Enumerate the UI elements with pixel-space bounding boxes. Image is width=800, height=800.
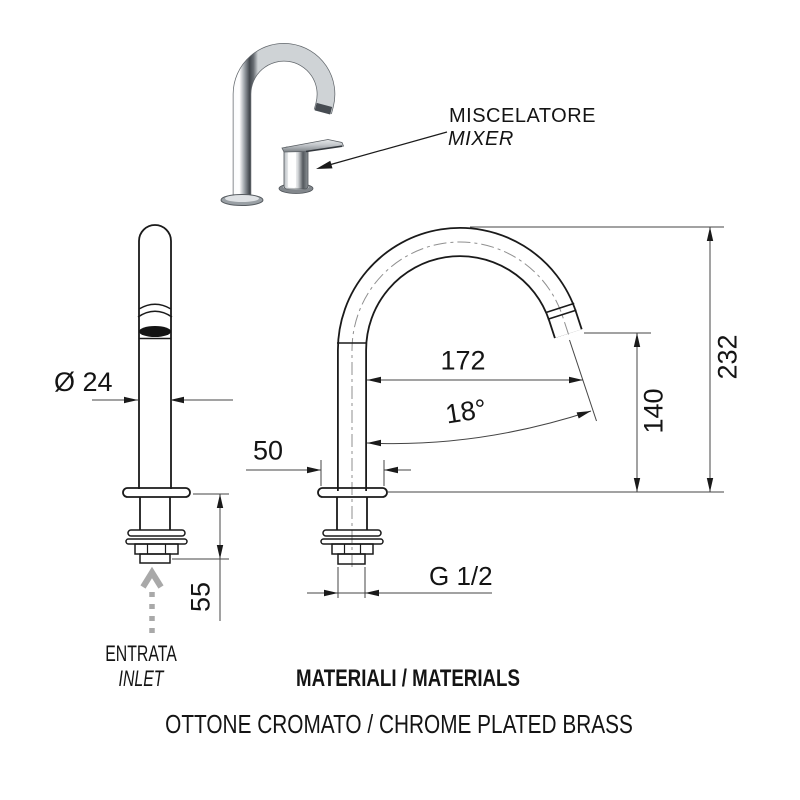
inlet-arrowhead	[140, 566, 164, 589]
mixer-callout-secondary: MIXER	[448, 128, 514, 150]
inlet-label-secondary: INLET	[118, 666, 164, 691]
mixer-leader-arrow	[316, 131, 448, 169]
dim-outlet-height	[584, 332, 651, 492]
front-threaded-shank	[337, 553, 366, 565]
side-threaded-shank	[139, 553, 171, 564]
dim-label-spout-angle: 18°	[443, 393, 489, 430]
dim-thread-size	[307, 567, 492, 598]
dim-label-spout-diameter: Ø 24	[54, 367, 113, 397]
dim-spout-diameter	[92, 396, 233, 404]
dim-label-reach: 172	[440, 345, 486, 376]
front-centerline	[351, 241, 571, 567]
dim-spout-angle	[366, 410, 592, 447]
inlet-label-primary: ENTRATA	[105, 641, 177, 666]
dim-base-width	[246, 460, 411, 486]
arrowhead	[316, 160, 333, 169]
side-view	[122, 224, 191, 564]
front-aerator-line-1	[545, 302, 575, 314]
mixer-callout-primary: MISCELATORE	[449, 105, 597, 127]
dim-shank-length	[172, 493, 229, 621]
dim-label-outlet-height: 140	[638, 388, 669, 434]
dim-total-height	[387, 226, 724, 493]
dim-label-base-width: 50	[252, 435, 284, 466]
side-base-flange	[122, 487, 191, 498]
side-outlet-curve-1	[138, 303, 172, 310]
side-mounting-nut	[134, 543, 179, 555]
front-washer-1	[322, 529, 382, 537]
product-photo	[220, 43, 448, 206]
dim-label-thread-size: G 1/2	[429, 561, 493, 591]
dim-label-total-height: 232	[712, 334, 743, 380]
materials-value: OTTONE CROMATO / CHROME PLATED BRASS	[165, 709, 633, 739]
side-spout-body	[138, 224, 172, 489]
photo-mixer	[278, 139, 345, 194]
front-view	[317, 227, 583, 567]
side-outlet-curve-2	[137, 310, 173, 318]
photo-spout	[220, 43, 336, 206]
side-washer-1	[127, 529, 186, 537]
dim-label-shank-length: 55	[185, 581, 216, 613]
front-aerator-line-2	[547, 309, 577, 321]
inlet-arrow	[140, 566, 164, 639]
side-aerator-opening	[139, 326, 171, 337]
dim-reach	[367, 339, 597, 422]
materials-heading: MATERIALI / MATERIALS	[296, 665, 520, 692]
dimension-lines	[92, 226, 724, 621]
